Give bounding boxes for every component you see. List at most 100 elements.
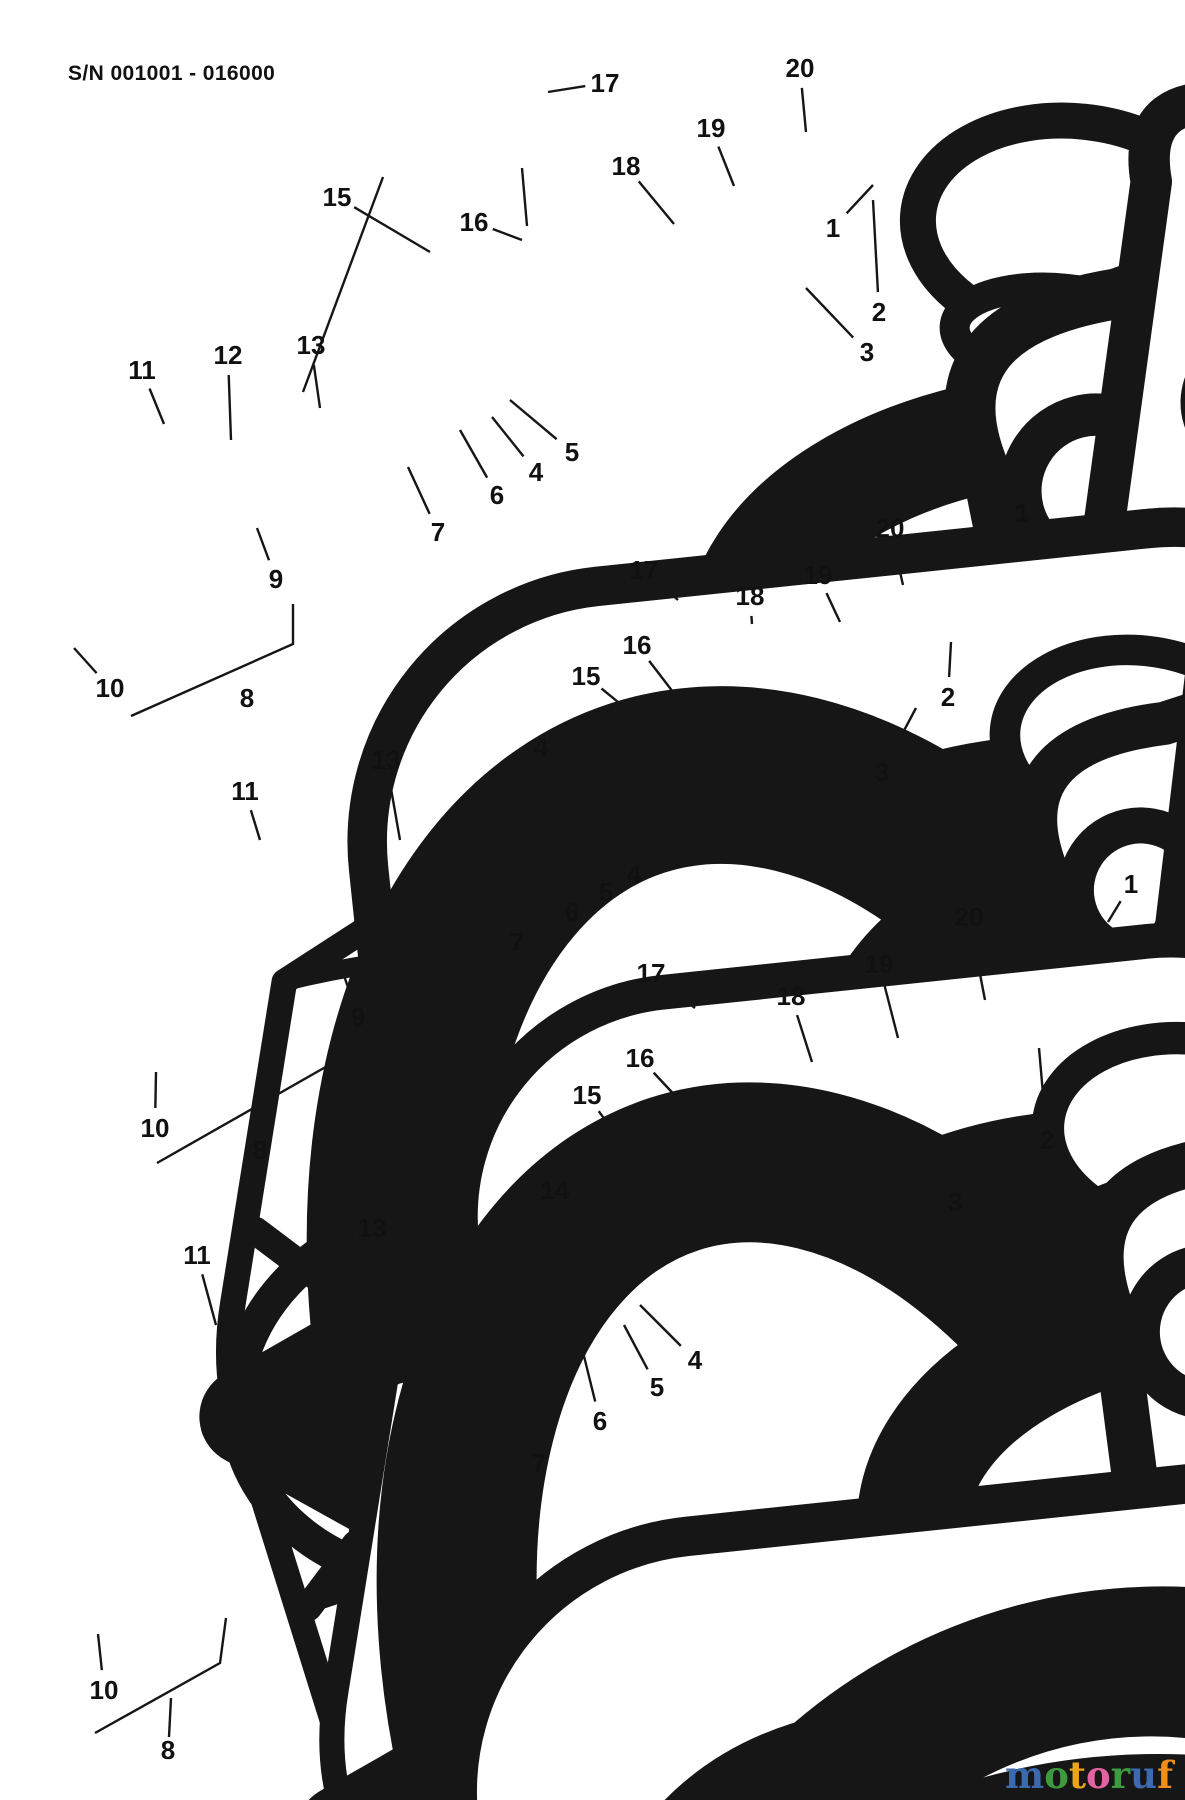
callout-5: 5: [650, 1372, 664, 1402]
leader-line-11: [201, 1273, 218, 1326]
callout-4: 4: [529, 457, 544, 487]
leader-line-18: [750, 615, 754, 625]
callout-20: 20: [786, 53, 815, 83]
callout-4: 4: [534, 732, 549, 762]
bracket-line: [520, 167, 529, 227]
callout-10: 10: [96, 673, 125, 703]
callout-2: 2: [941, 682, 955, 712]
callout-19: 19: [804, 560, 833, 590]
leader-line-19: [882, 983, 900, 1039]
callout-1: 1: [1015, 498, 1029, 528]
leader-line-2: [1037, 1047, 1047, 1121]
callout-16: 16: [626, 1043, 655, 1073]
callout-18: 18: [777, 981, 806, 1011]
leader-line-6: [458, 429, 489, 479]
bracket-line: [167, 1697, 173, 1738]
callout-17: 17: [630, 555, 659, 585]
callout-4: 4: [688, 1345, 703, 1375]
leader-line-7: [526, 1403, 537, 1444]
watermark-letter: t: [1068, 1753, 1086, 1797]
callout-15: 15: [323, 182, 352, 212]
callout-8: 8: [161, 1735, 175, 1765]
leader-line-4: [491, 416, 525, 458]
callout-18: 18: [736, 581, 765, 611]
leader-line-18: [795, 1014, 814, 1063]
leader-line-10: [154, 1071, 158, 1109]
leader-line-20: [893, 547, 905, 586]
callout-11: 11: [231, 776, 259, 806]
callout-19: 19: [697, 113, 726, 143]
callout-1: 1: [826, 213, 840, 243]
callout-14: 14: [541, 1175, 570, 1205]
leader-line-16: [648, 660, 674, 693]
callout-2: 2: [1040, 1125, 1054, 1155]
callout-3: 3: [875, 757, 889, 787]
callout-15: 15: [573, 1080, 602, 1110]
bracket-line: [225, 1357, 231, 1429]
leader-line-1: [845, 184, 874, 215]
callout-20: 20: [876, 513, 905, 543]
leader-line-5: [587, 857, 599, 875]
leader-line-15: [597, 1110, 625, 1147]
callout-20: 20: [955, 902, 984, 932]
leader-line-3: [890, 707, 918, 755]
callout-17: 17: [591, 68, 620, 98]
leader-line-10: [73, 647, 98, 674]
leader-line-11: [249, 809, 262, 841]
leader-line-3: [805, 287, 855, 339]
callout-8: 8: [240, 683, 254, 713]
callout-2: 2: [872, 297, 886, 327]
leader-line-5: [622, 1324, 649, 1370]
callout-13: 13: [297, 330, 326, 360]
callout-11: 11: [128, 355, 156, 385]
callout-6: 6: [565, 897, 579, 927]
callout-3: 3: [948, 1187, 962, 1217]
callout-3: 3: [860, 337, 874, 367]
leader-line-19: [717, 146, 736, 187]
callout-15: 15: [572, 661, 601, 691]
callout-5: 5: [565, 437, 579, 467]
callout-7: 7: [532, 1448, 546, 1478]
callout-12: 12: [214, 340, 243, 370]
callout-16: 16: [460, 207, 489, 237]
watermark-letter: m: [1005, 1753, 1045, 1797]
callout-19: 19: [865, 949, 894, 979]
callout-16: 16: [623, 630, 652, 660]
leader-line-6: [541, 855, 564, 895]
watermark-letter: f: [1157, 1753, 1173, 1797]
callout-9: 9: [269, 564, 283, 594]
leader-line-12: [227, 374, 233, 441]
leader-line-20: [971, 936, 987, 1001]
leader-line-7: [502, 901, 512, 924]
callout-7: 7: [431, 517, 445, 547]
callout-6: 6: [490, 480, 504, 510]
leader-line-1: [1106, 900, 1122, 923]
leader-line-4: [639, 1304, 682, 1347]
leader-line-15: [600, 687, 619, 703]
leader-line-13: [388, 779, 402, 841]
callout-13: 13: [358, 1213, 387, 1243]
leader-line-11: [148, 388, 166, 425]
callout-5: 5: [599, 877, 613, 907]
leader-line-17: [547, 84, 586, 94]
watermark-logo-text: motoruf: [1005, 1753, 1173, 1797]
callout-11: 11: [183, 1240, 211, 1270]
callout-7: 7: [510, 927, 524, 957]
leader-line-17: [665, 984, 696, 1009]
leader-line-16: [492, 227, 523, 242]
watermark: motoruf: [1005, 1757, 1173, 1794]
leader-line-13: [312, 364, 322, 409]
leader-line-16: [652, 1071, 697, 1119]
leader-line-19: [825, 592, 842, 623]
leader-line-20: [800, 87, 808, 133]
callout-13: 13: [372, 745, 401, 775]
leader-line-6: [580, 1347, 597, 1402]
serial-range-title-1: S/N 001001 - 016000: [68, 62, 275, 85]
leader-line-7: [406, 466, 431, 515]
bracket-line: [130, 604, 295, 718]
leader-line-9: [332, 945, 353, 999]
callout-10: 10: [141, 1113, 170, 1143]
